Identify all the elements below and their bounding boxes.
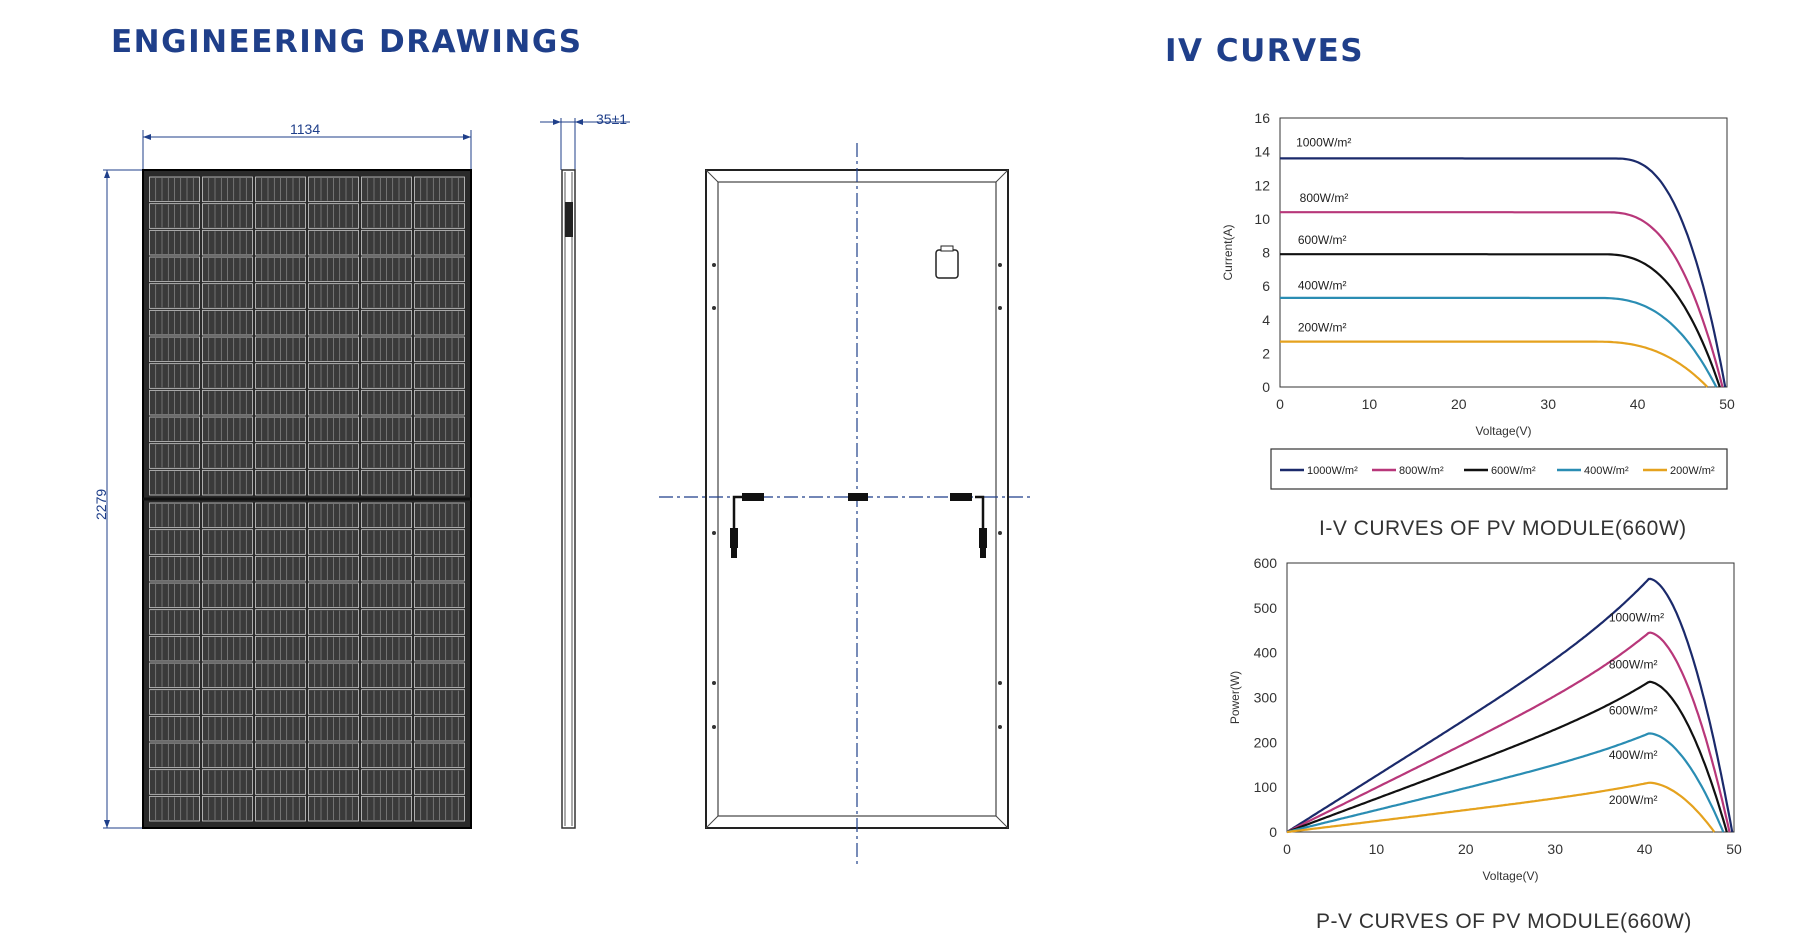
x-tick-label: 40 — [1630, 396, 1646, 412]
x-axis-label: Voltage(V) — [1475, 424, 1531, 438]
y-tick-label: 4 — [1262, 312, 1270, 328]
iv-series-line — [1279, 157, 1727, 388]
iv-series-label: 1000W/m² — [1296, 136, 1351, 150]
height-dimension: 2279 — [93, 169, 145, 829]
x-tick-label: 10 — [1362, 396, 1378, 412]
pv-chart: 0 100 200 300 400 500 600 0 10 20 30 40 50Voltage(V)… — [1228, 555, 1742, 883]
width-dimension: 1134 — [142, 121, 472, 170]
x-tick-label: 50 — [1726, 841, 1742, 857]
height-dimension-label: 2279 — [93, 489, 109, 520]
iv-series-label: 400W/m² — [1298, 278, 1347, 292]
iv-series-line — [1280, 296, 1718, 388]
y-tick-label: 300 — [1254, 690, 1278, 706]
pv-series-label: 1000W/m² — [1609, 610, 1664, 624]
y-axis-label: Power(W) — [1228, 671, 1242, 724]
y-tick-label: 200 — [1254, 734, 1278, 750]
iv-series-line — [1280, 253, 1721, 388]
y-tick-label: 600 — [1254, 555, 1278, 571]
y-tick-label: 500 — [1254, 600, 1278, 616]
plot-frame — [1286, 562, 1735, 833]
pv-series-label: 200W/m² — [1609, 793, 1658, 807]
y-axis-label: Current(A) — [1221, 224, 1235, 280]
y-tick-label: 16 — [1254, 110, 1270, 126]
pv-series-label: 600W/m² — [1609, 704, 1658, 718]
pv-series-line — [1286, 781, 1716, 834]
pv-series-line — [1286, 732, 1725, 834]
thickness-dimension-label: 35±1 — [596, 111, 627, 127]
y-tick-label: 0 — [1269, 824, 1277, 840]
cable-connectors — [730, 493, 987, 558]
pv-series-line — [1286, 680, 1728, 834]
pv-series-line — [1286, 577, 1734, 833]
pv-series-label: 400W/m² — [1609, 748, 1658, 762]
x-tick-label: 10 — [1369, 841, 1385, 857]
panel-front-view — [142, 169, 472, 829]
pv-series-label: 800W/m² — [1609, 657, 1658, 671]
panel-side-view: 35±1 — [540, 111, 630, 829]
pv-series-line — [1286, 631, 1731, 833]
legend-entry-label: 600W/m² — [1491, 465, 1536, 477]
x-tick-label: 30 — [1540, 396, 1556, 412]
y-tick-label: 8 — [1262, 245, 1270, 261]
width-dimension-label: 1134 — [290, 121, 320, 137]
iv-series-label: 200W/m² — [1298, 321, 1347, 335]
iv-series-line — [1280, 211, 1724, 388]
y-tick-label: 12 — [1254, 177, 1270, 193]
x-axis-label: Voltage(V) — [1482, 869, 1538, 883]
y-tick-label: 2 — [1262, 345, 1270, 361]
plot-frame — [1279, 117, 1728, 388]
x-tick-label: 30 — [1547, 841, 1563, 857]
panel-back-view — [659, 143, 1030, 866]
iv-curves-heading: IV CURVES — [1165, 33, 1365, 69]
x-tick-label: 0 — [1283, 841, 1291, 857]
legend-entry-label: 1000W/m² — [1307, 465, 1358, 477]
iv-series-line — [1280, 340, 1709, 388]
y-tick-label: 0 — [1262, 379, 1270, 395]
engineering-drawings: 1134 2279 35±1 — [93, 111, 1030, 866]
y-tick-label: 400 — [1254, 645, 1278, 661]
y-tick-label: 6 — [1262, 278, 1270, 294]
legend-entry-label: 400W/m² — [1584, 465, 1629, 477]
y-tick-label: 10 — [1254, 211, 1270, 227]
engineering-drawings-heading: ENGINEERING DRAWINGS — [111, 24, 583, 60]
iv-chart-legend: 1000W/m² 800W/m² 600W/m² 400W/m² 200W/m² — [1270, 448, 1728, 490]
y-tick-label: 14 — [1254, 144, 1270, 160]
legend-entry-label: 200W/m² — [1670, 465, 1715, 477]
x-tick-label: 20 — [1451, 396, 1467, 412]
legend-entry-label: 800W/m² — [1399, 465, 1444, 477]
x-tick-label: 0 — [1276, 396, 1284, 412]
x-tick-label: 40 — [1637, 841, 1653, 857]
pv-chart-caption: P-V CURVES OF PV MODULE(660W) — [1316, 910, 1692, 933]
iv-chart-caption: I-V CURVES OF PV MODULE(660W) — [1319, 517, 1687, 540]
x-tick-label: 50 — [1719, 396, 1735, 412]
y-tick-label: 100 — [1254, 779, 1278, 795]
x-tick-label: 20 — [1458, 841, 1474, 857]
iv-series-label: 800W/m² — [1300, 191, 1349, 205]
iv-series-label: 600W/m² — [1298, 233, 1347, 247]
